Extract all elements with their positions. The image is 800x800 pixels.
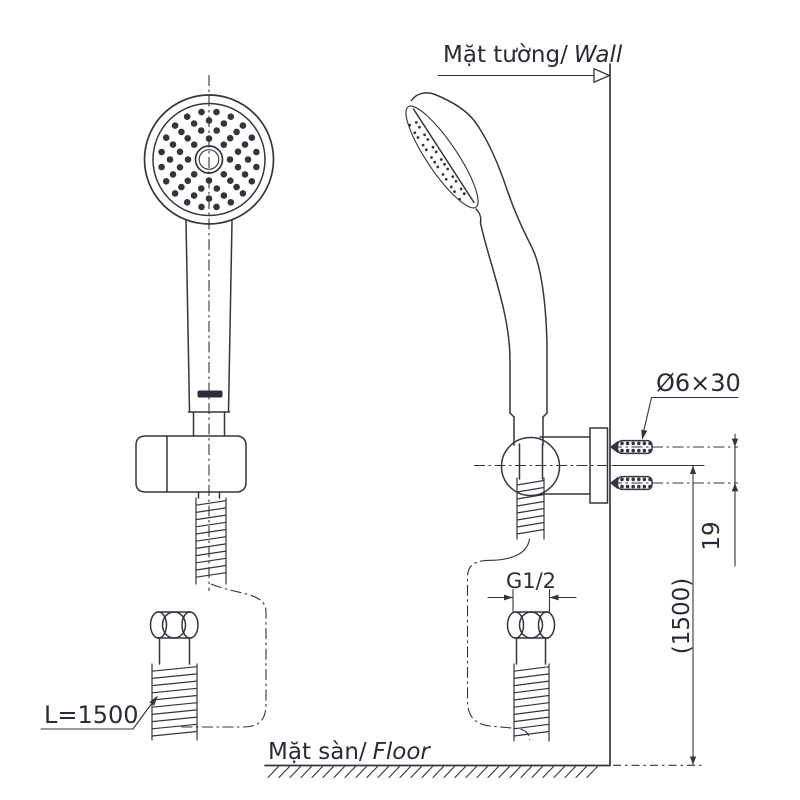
spray-face-side — [405, 105, 479, 209]
shower-hose-front — [149, 491, 267, 741]
thread-size-value: G1/2 — [506, 569, 556, 593]
wall-bracket-side — [500, 427, 609, 504]
spray-face-edge — [412, 108, 475, 204]
floor-hatch — [267, 765, 599, 779]
brand-logo — [197, 390, 223, 398]
hose-length-dimension: L=1500 — [40, 695, 158, 730]
wall-anchors: Ø6×30 — [609, 369, 741, 491]
spray-nozzles — [158, 108, 260, 211]
wall-bracket-front — [135, 435, 247, 493]
wall-label: Mặt tường/Wall — [443, 42, 623, 68]
anchor-spec-label: Ø6×30 — [656, 369, 741, 397]
hose-route-side — [466, 559, 531, 741]
floor-annotation: Mặt sàn/Floor — [264, 739, 610, 779]
hose-leader-arrow — [149, 695, 158, 706]
hose-route-front — [180, 583, 267, 728]
shower-head-side — [405, 92, 548, 446]
anchor-screw-bottom — [609, 475, 738, 491]
anchor-spacing-dimension: 19 — [699, 433, 739, 567]
hose-connector-side — [506, 611, 556, 665]
anchor-threads — [620, 441, 652, 489]
anchor-screw-top — [609, 439, 738, 455]
front-view — [135, 75, 275, 741]
side-view — [405, 92, 609, 742]
shower-hose-side — [466, 477, 556, 742]
mount-height-dimension: (1500) — [611, 464, 705, 766]
anchor-leader-arrow — [641, 429, 648, 440]
mode-button — [198, 149, 220, 170]
mount-height-value: (1500) — [669, 578, 695, 654]
floor-label: Mặt sàn/Floor — [268, 739, 431, 765]
bracket-knob — [500, 436, 561, 497]
hose-length-value: L=1500 — [44, 701, 139, 729]
spray-nozzles-side — [408, 121, 466, 201]
thread-size-dimension: G1/2 — [487, 569, 577, 613]
wall-leader-arrow — [593, 67, 612, 84]
wall-annotation: Mặt tường/Wall — [437, 42, 623, 767]
handle-front — [185, 220, 233, 437]
hose-connector-front — [149, 611, 199, 665]
anchor-spacing-value: 19 — [699, 521, 725, 550]
